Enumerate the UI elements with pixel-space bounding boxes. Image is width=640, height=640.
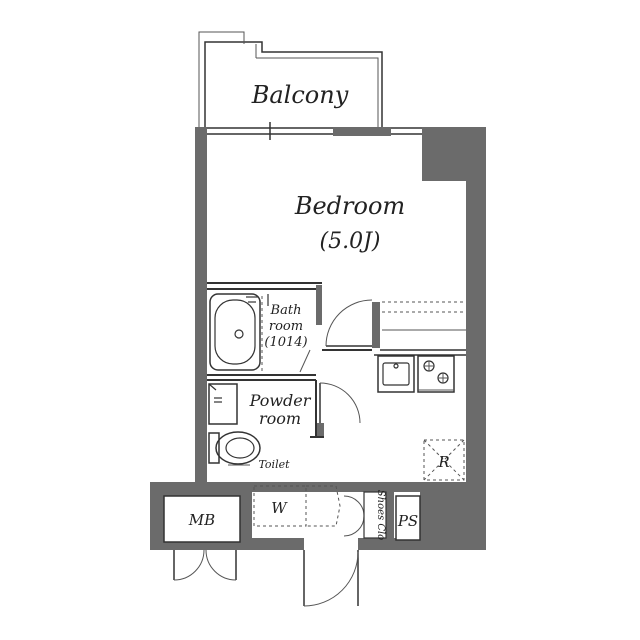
toilet-fixture xyxy=(208,431,261,466)
bath-label-line2: room xyxy=(269,319,303,334)
balcony-label: Balcony xyxy=(251,81,349,109)
mb-doors xyxy=(173,549,237,581)
closet-shelf xyxy=(382,301,466,331)
entrance-door xyxy=(303,550,359,607)
w-label: W xyxy=(271,499,288,517)
bedroom-size-label: (5.0J) xyxy=(320,229,381,254)
bedroom-label: Bedroom xyxy=(294,192,405,220)
partitions xyxy=(207,282,466,438)
shoes-closet-label: Shoes Clo xyxy=(375,490,386,540)
refrigerator-label: R xyxy=(437,453,449,471)
bathtub xyxy=(209,293,269,371)
bath-label-line1: Bath xyxy=(270,303,302,318)
ps-label: PS xyxy=(397,512,418,530)
washer-space xyxy=(253,485,307,527)
balcony-area xyxy=(198,31,383,128)
entrance-cupboard xyxy=(306,485,387,539)
walls xyxy=(150,127,486,550)
refrigerator-space xyxy=(423,439,465,481)
ps-box xyxy=(395,495,421,541)
powder-label-line2: room xyxy=(259,409,301,428)
mb-label: MB xyxy=(188,511,215,529)
bath-label-line3: (1014) xyxy=(264,335,307,350)
mb-box xyxy=(163,495,241,543)
bathroom-entry-door xyxy=(325,299,373,347)
powder-label-line1: Powder xyxy=(249,391,312,410)
balcony-window xyxy=(205,122,425,140)
toilet-label: Toilet xyxy=(258,458,290,471)
powder-room-door xyxy=(319,382,361,424)
kitchen xyxy=(377,355,455,393)
bath-door xyxy=(261,296,311,373)
wash-basin xyxy=(208,383,238,425)
